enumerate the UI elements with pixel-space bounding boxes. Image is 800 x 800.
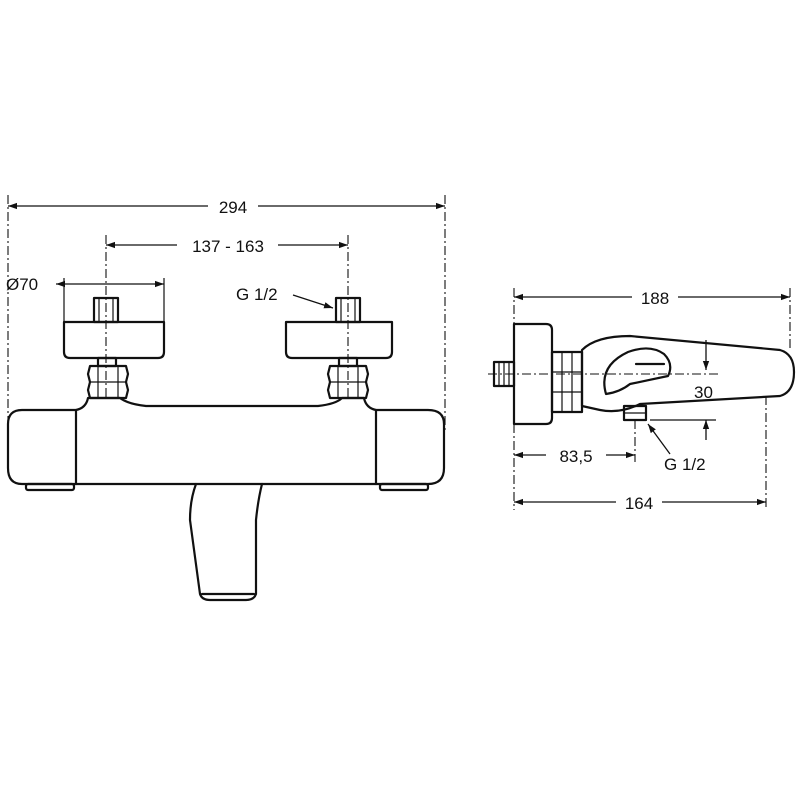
dimension-label-diameter: Ø70 bbox=[6, 275, 38, 294]
dimension-label-inlet-spacing: 137 - 163 bbox=[192, 237, 264, 256]
front-view: 294 137 - 163 Ø70 bbox=[6, 195, 446, 602]
label-mask bbox=[208, 196, 258, 218]
side-hex-nut bbox=[550, 350, 584, 414]
dimension-label-294: 294 bbox=[219, 198, 247, 217]
label-mask bbox=[546, 445, 606, 467]
right-inlet-fitting bbox=[284, 296, 394, 400]
dimension-label-188: 188 bbox=[641, 289, 669, 308]
spout bbox=[188, 482, 264, 602]
left-flange bbox=[62, 320, 166, 360]
right-hex-nut bbox=[326, 364, 370, 400]
label-mask bbox=[632, 287, 678, 309]
spout-outline bbox=[188, 482, 264, 602]
thread-leader-outlet bbox=[647, 423, 671, 455]
side-flange bbox=[512, 322, 554, 426]
side-body-outline bbox=[580, 334, 796, 413]
thread-label-outlet: G 1/2 bbox=[664, 455, 706, 474]
right-handle-cap bbox=[378, 482, 430, 492]
dimension-label-30: 30 bbox=[694, 383, 713, 402]
label-mask bbox=[616, 492, 662, 514]
side-handle-lever bbox=[603, 347, 672, 396]
label-mask bbox=[177, 234, 278, 256]
thread-label-inlet: G 1/2 bbox=[236, 285, 278, 304]
left-hex-nut bbox=[86, 364, 130, 400]
thread-leader-inlet bbox=[292, 294, 334, 309]
left-inlet-fitting bbox=[62, 296, 166, 400]
side-view: 188 30 83,5 bbox=[488, 287, 796, 514]
mixer-body bbox=[6, 396, 446, 492]
dimension-label-83-5: 83,5 bbox=[559, 447, 592, 466]
dimension-label-164: 164 bbox=[625, 494, 653, 513]
left-handle-cap bbox=[24, 482, 76, 492]
right-flange bbox=[284, 320, 394, 360]
body-outline bbox=[6, 396, 446, 486]
